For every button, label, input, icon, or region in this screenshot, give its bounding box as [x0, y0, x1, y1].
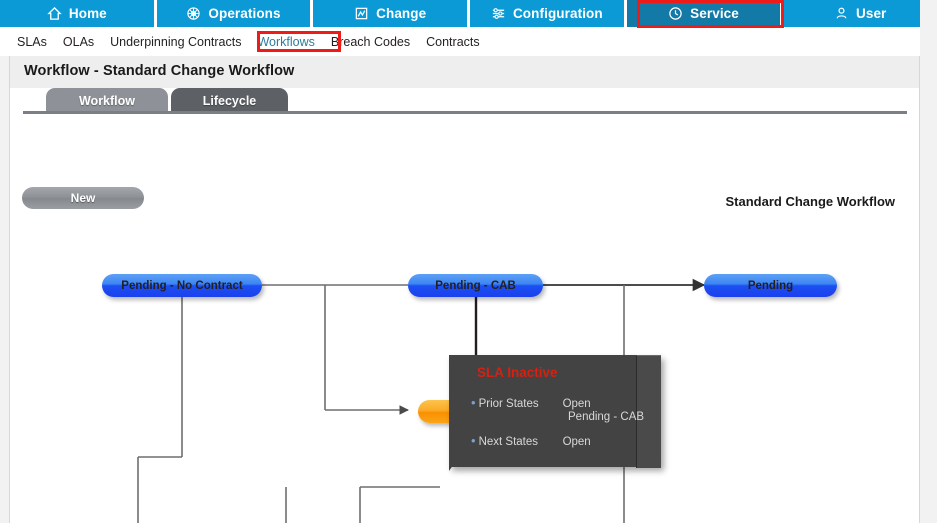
nav-tab-label: User — [855, 6, 887, 21]
tooltip-row-prior-states: •Prior States Open — [471, 395, 591, 410]
node-pending-cab[interactable]: Pending - CAB — [408, 274, 543, 297]
tab-underline — [23, 111, 907, 114]
workflow-name-label: Standard Change Workflow — [725, 194, 896, 209]
nav-tab-label: Home — [68, 6, 107, 21]
secondary-navigation-bar: SLAs OLAs Underpinning Contracts Workflo… — [0, 27, 937, 56]
chart-zigzag-icon — [354, 6, 369, 21]
left-margin — [0, 56, 9, 523]
tooltip-row-next-states: •Next States Open — [471, 433, 591, 448]
tooltip-row-value: Open — [562, 436, 591, 448]
tooltip-row-label: Next States — [478, 436, 539, 448]
nav-tab-label: Change — [376, 6, 427, 21]
tooltip-row-prior-states-extra: Pending - CAB — [568, 411, 645, 423]
tab-lifecycle[interactable]: Lifecycle — [171, 88, 288, 113]
subnav-item-slas[interactable]: SLAs — [17, 34, 47, 49]
bullet-icon: • — [471, 395, 476, 410]
subnav-item-contracts[interactable]: Contracts — [426, 34, 480, 49]
right-margin — [920, 0, 937, 523]
tooltip-right-edge — [636, 355, 661, 468]
gear-wheel-icon — [186, 6, 201, 21]
tab-row: Workflow Lifecycle — [10, 88, 919, 113]
subnav-item-breach-codes[interactable]: Breach Codes — [330, 34, 411, 49]
nav-tab-home[interactable]: Home — [0, 0, 154, 27]
tooltip-row-value: Open — [562, 398, 591, 410]
subnav-item-workflows[interactable]: Workflows — [257, 34, 315, 49]
tab-workflow[interactable]: Workflow — [46, 88, 168, 113]
tooltip-row-label: Prior States — [478, 398, 539, 410]
new-button[interactable]: New — [22, 187, 144, 209]
person-icon — [834, 6, 849, 21]
nav-tab-service[interactable]: Service — [626, 0, 781, 27]
subnav-item-olas[interactable]: OLAs — [62, 34, 95, 49]
title-strip — [10, 56, 919, 88]
tooltip-title: SLA Inactive — [477, 365, 558, 380]
home-icon — [47, 6, 62, 21]
bullet-icon: • — [471, 433, 476, 448]
nav-tab-label: Configuration — [512, 6, 603, 21]
page-title: Workflow - Standard Change Workflow — [24, 63, 295, 79]
nav-tab-user[interactable]: User — [783, 0, 937, 27]
nav-tab-configuration[interactable]: Configuration — [470, 0, 624, 27]
workflow-connectors — [137, 278, 706, 523]
subnav-item-underpinning-contracts[interactable]: Underpinning Contracts — [110, 34, 242, 49]
workflow-diagram-canvas[interactable]: Pending - No Contract Pending - CAB Pend… — [20, 157, 919, 523]
nav-tab-operations[interactable]: Operations — [156, 0, 311, 27]
clock-icon — [668, 6, 683, 21]
nav-tab-label: Operations — [208, 6, 281, 21]
node-pending[interactable]: Pending — [704, 274, 837, 297]
primary-navigation-bar: Home Operations Change — [0, 0, 937, 27]
nav-tab-label: Service — [690, 6, 739, 21]
node-pending-no-contract[interactable]: Pending - No Contract — [102, 274, 262, 297]
nav-tab-change[interactable]: Change — [313, 0, 468, 27]
sliders-icon — [491, 6, 506, 21]
